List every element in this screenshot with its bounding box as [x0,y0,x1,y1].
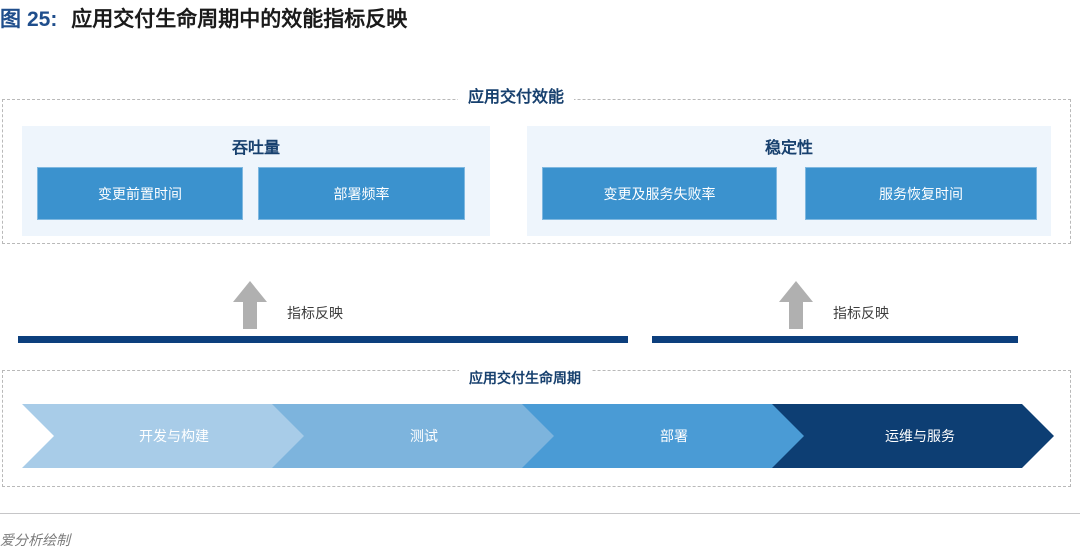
up-arrow-icon [778,280,814,330]
panel-throughput-title: 吞吐量 [231,140,280,157]
up-arrow-icon [232,280,268,330]
metric-change-lead-time[interactable]: 变更前置时间 [37,167,243,220]
lifecycle-stage-3[interactable]: 运维与服务 [772,404,1054,468]
figure-title-text: 应用交付生命周期中的效能指标反映 [71,8,408,31]
lifecycle-stage-1-label: 测试 [410,428,438,444]
lifecycle-stage-2[interactable]: 部署 [522,404,812,468]
feedback-label-stability: 指标反映 [833,305,889,321]
bracket-rule-right [652,336,1018,343]
metric-deploy-frequency[interactable]: 部署频率 [258,167,465,220]
lifecycle-stage-2-label: 部署 [660,428,688,444]
metric-change-failure-rate[interactable]: 变更及服务失败率 [542,167,777,220]
figure-number-value: 25: [27,8,58,31]
page-title: 图 25: 应用交付生命周期中的效能指标反映 [0,3,407,33]
lifecycle-stage-3-label: 运维与服务 [885,428,955,444]
lifecycle-chevron-track: 开发与构建 测试 部署 运维与服务 [22,404,1054,468]
panel-stability: 稳定性 变更及服务失败率 服务恢复时间 [527,126,1051,236]
delivery-performance-caption: 应用交付效能 [458,88,575,108]
bracket-rule-left [18,336,628,343]
delivery-lifecycle-caption: 应用交付生命周期 [459,368,591,388]
footer-divider [0,513,1080,514]
metric-service-restore-time[interactable]: 服务恢复时间 [805,167,1037,220]
figure-number: 图 [0,8,21,31]
lifecycle-stage-0[interactable]: 开发与构建 [22,404,312,468]
panel-throughput: 吞吐量 变更前置时间 部署频率 [22,126,490,236]
lifecycle-stage-1[interactable]: 测试 [272,404,562,468]
lifecycle-stage-0-label: 开发与构建 [139,428,209,444]
source-note: 爱分析绘制 [0,532,70,548]
feedback-label-throughput: 指标反映 [287,305,343,321]
panel-stability-title: 稳定性 [764,140,813,157]
